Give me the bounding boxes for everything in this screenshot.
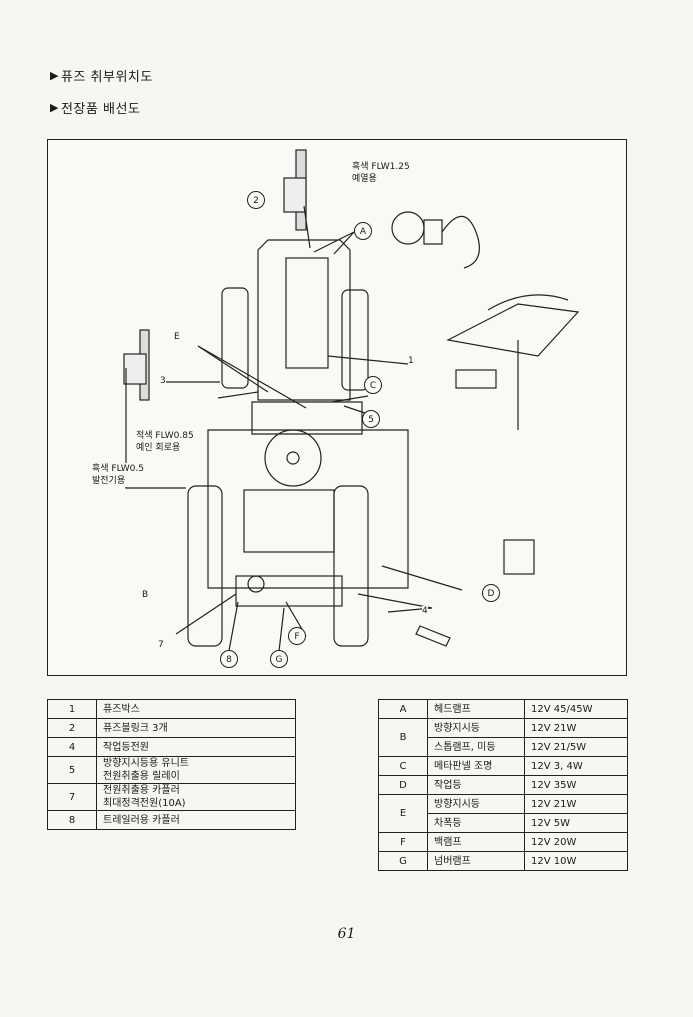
table-row: G 넘버램프 12V 10W: [378, 851, 628, 871]
note-black-wire: 흑색 FLW1.25 예열용: [352, 161, 410, 185]
table-row: B 방향지시등 12V 21W: [378, 718, 628, 757]
lamp-name: 넘버램프: [427, 851, 525, 871]
callout-7: 7: [158, 640, 164, 650]
callout-a: A: [354, 222, 372, 240]
lamp-name: 백램프: [427, 832, 525, 852]
section-heading-wiring: ▶ 전장품 배선도: [50, 98, 140, 117]
table-row: 스톱램프, 미등 12V 21/5W: [379, 737, 628, 757]
callout-1: 1: [408, 356, 414, 366]
callout-4: 4: [422, 606, 428, 616]
callout-d: D: [482, 584, 500, 602]
callout-c: C: [364, 376, 382, 394]
legend-text: 퓨즈블링크 3개: [96, 718, 296, 738]
note-red-wire: 적색 FLW0.85 예인 회로용: [136, 430, 194, 454]
table-row: 7 전원취출용 카플러 최대정격전원(10A): [47, 783, 296, 811]
legend-numbered-table: 1 퓨즈박스 2 퓨즈블링크 3개 4 작업등전원 5 방향지시등용 유니트 전…: [47, 699, 296, 830]
triangle-bullet-icon: ▶: [50, 69, 59, 82]
legend-text: 전원취출용 카플러 최대정격전원(10A): [96, 783, 296, 811]
table-row: C 메타판넬 조명 12V 3, 4W: [378, 756, 628, 776]
note-wire-spec: 적색 FLW0.85: [136, 431, 194, 441]
legend-line: 전원취출용 카플러: [103, 785, 180, 796]
tractor-wiring-diagram: 흑색 FLW1.25 예열용 적색 FLW0.85 예인 회로용 흑색 FLW0…: [47, 139, 627, 676]
note-black-wire-small: 흑색 FLW0.5 발전기용: [92, 463, 144, 487]
callout-5: 5: [362, 410, 380, 428]
legend-key: D: [378, 775, 428, 795]
tractor-line-drawing: [123, 149, 580, 661]
legend-text: 퓨즈박스: [96, 699, 296, 719]
lamp-rating: 12V 21W: [524, 794, 628, 814]
legend-number: 7: [47, 783, 97, 811]
page-number: 61: [337, 926, 356, 942]
note-wire-spec: 흑색 FLW1.25: [352, 162, 410, 172]
note-wire-use: 발전기용: [92, 476, 126, 486]
legend-text: 작업등전원: [96, 737, 296, 757]
callout-3: 3: [160, 376, 166, 386]
note-wire-spec: 흑색 FLW0.5: [92, 464, 144, 474]
legend-number: 1: [47, 699, 97, 719]
lamp-name: 스톱램프, 미등: [427, 737, 525, 757]
lamp-name: 작업등: [427, 775, 525, 795]
lamp-name: 방향지시등: [427, 718, 525, 738]
heading-text: 퓨즈 취부위치도: [60, 70, 153, 85]
section-heading-fuse-location: ▶ 퓨즈 취부위치도: [50, 66, 153, 85]
table-row: 4 작업등전원: [47, 737, 296, 757]
callout-f: F: [288, 627, 306, 645]
lamp-name: 헤드램프: [427, 699, 525, 719]
callout-b: B: [142, 590, 149, 600]
legend-number: 2: [47, 718, 97, 738]
lamp-name: 메타판넬 조명: [427, 756, 525, 776]
lamp-name: 차폭등: [427, 813, 525, 833]
table-row: F 백램프 12V 20W: [378, 832, 628, 852]
lamp-rating: 12V 35W: [524, 775, 628, 795]
lamp-name: 방향지시등: [427, 794, 525, 814]
lamp-rating: 12V 21W: [524, 718, 628, 738]
legend-key: F: [378, 832, 428, 852]
callout-8: 8: [220, 650, 238, 668]
legend-key: E: [378, 794, 428, 833]
table-row: A 헤드램프 12V 45/45W: [378, 699, 628, 719]
callout-e: E: [174, 332, 180, 342]
legend-key: B: [378, 718, 428, 757]
table-row: 8 트레일러용 카플러: [47, 810, 296, 830]
legend-number: 8: [47, 810, 97, 830]
legend-key: G: [378, 851, 428, 871]
legend-lamp-table: A 헤드램프 12V 45/45W B 방향지시등 12V 21W 스톱램프, …: [378, 699, 628, 871]
legend-text: 트레일러용 카플러: [96, 810, 296, 830]
note-wire-use: 예인 회로용: [136, 443, 181, 453]
legend-key: A: [378, 699, 428, 719]
table-row: D 작업등 12V 35W: [378, 775, 628, 795]
lamp-rating: 12V 20W: [524, 832, 628, 852]
legend-line: 최대정격전원(10A): [103, 798, 186, 809]
triangle-bullet-icon: ▶: [50, 101, 59, 114]
legend-text: 방향지시등용 유니트 전원취출용 릴레이: [96, 756, 296, 784]
heading-text: 전장품 배선도: [60, 102, 141, 117]
lamp-rating: 12V 10W: [524, 851, 628, 871]
callout-g: G: [270, 650, 288, 668]
lamp-rating: 12V 21/5W: [524, 737, 628, 757]
legend-key: C: [378, 756, 428, 776]
table-row: 5 방향지시등용 유니트 전원취출용 릴레이: [47, 756, 296, 784]
legend-line: 방향지시등용 유니트: [103, 758, 189, 769]
lamp-rating: 12V 5W: [524, 813, 628, 833]
lamp-rating: 12V 3, 4W: [524, 756, 628, 776]
legend-number: 4: [47, 737, 97, 757]
table-row: 1 퓨즈박스: [47, 699, 296, 719]
lamp-rating: 12V 45/45W: [524, 699, 628, 719]
table-row: 2 퓨즈블링크 3개: [47, 718, 296, 738]
legend-number: 5: [47, 756, 97, 784]
legend-line: 전원취출용 릴레이: [103, 771, 180, 782]
note-wire-use: 예열용: [352, 174, 377, 184]
callout-2: 2: [247, 191, 265, 209]
table-row: E 방향지시등 12V 21W: [378, 794, 628, 833]
